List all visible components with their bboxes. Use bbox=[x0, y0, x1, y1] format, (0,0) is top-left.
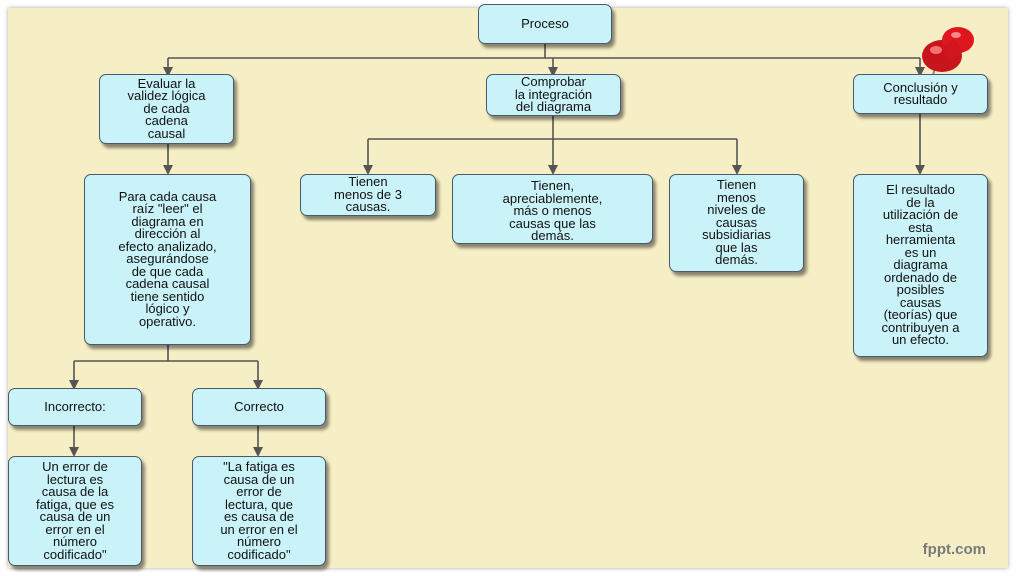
node-resultado: El resultado de la utilización de esta h… bbox=[853, 174, 988, 357]
node-evaluar: Evaluar la validez lógica de cada cadena… bbox=[99, 74, 234, 144]
node-tienen-menos-3: Tienen menos de 3 causas. bbox=[300, 174, 436, 216]
watermark-text: fppt.com bbox=[922, 541, 986, 558]
node-proceso: Proceso bbox=[478, 4, 612, 44]
slide-canvas: Proceso Evaluar la validez lógica de cad… bbox=[8, 4, 1008, 568]
connector-lines bbox=[69, 44, 925, 457]
node-tienen-menos-niveles: Tienen menos niveles de causas subsidiar… bbox=[669, 174, 804, 272]
node-error-incorrecto: Un error de lectura es causa de la fatig… bbox=[8, 456, 142, 566]
node-tienen-apreciablemente: Tienen, apreciablemente, más o menos cau… bbox=[452, 174, 653, 244]
node-correcto: Correcto bbox=[192, 388, 326, 426]
node-comprobar: Comprobar la integración del diagrama bbox=[486, 74, 621, 116]
node-error-correcto: "La fatiga es causa de un error de lectu… bbox=[192, 456, 326, 566]
node-para-cada: Para cada causa raíz "leer" el diagrama … bbox=[84, 174, 251, 345]
node-incorrecto: Incorrecto: bbox=[8, 388, 142, 426]
node-conclusion: Conclusión y resultado bbox=[853, 74, 988, 114]
